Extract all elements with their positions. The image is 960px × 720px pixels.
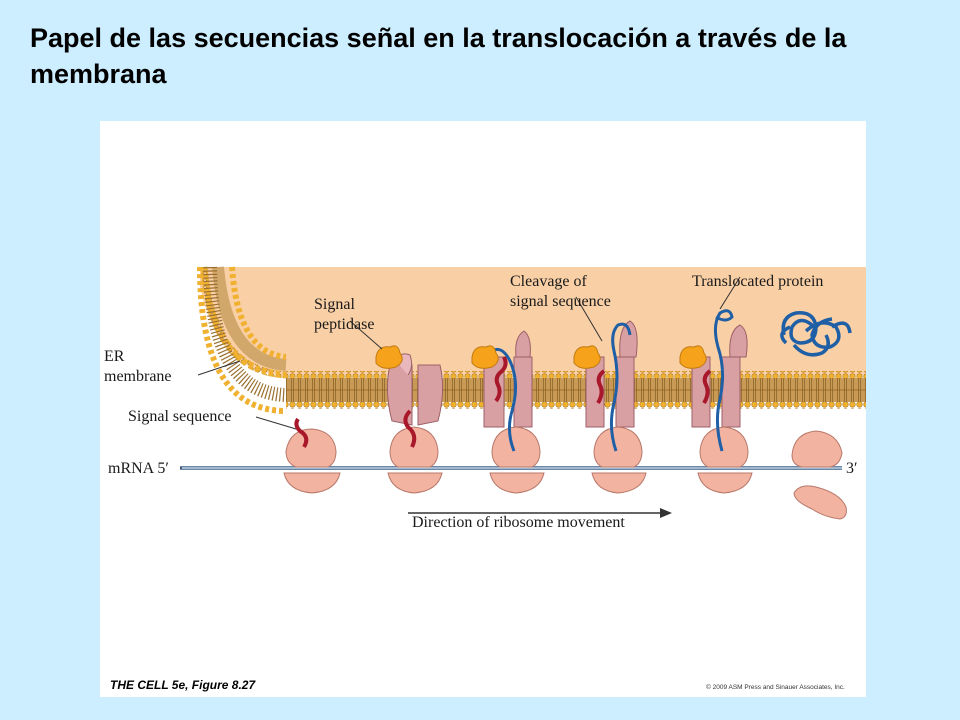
label-signal-peptidase-1: Signal	[314, 296, 355, 313]
leader-lines	[180, 276, 741, 469]
label-er-membrane-2: membrane	[104, 368, 172, 385]
direction-arrow	[408, 508, 672, 518]
label-cleavage-1: Cleavage of	[510, 273, 588, 290]
label-er-membrane-1: ER	[104, 348, 125, 365]
signal-peptidase-1	[375, 345, 403, 369]
translocation-diagram: ER membrane Signal sequence mRNA 5′ 3′ S…	[104, 266, 866, 692]
figure-panel: ER membrane Signal sequence mRNA 5′ 3′ S…	[100, 121, 866, 697]
translocated-protein-coil	[780, 311, 852, 357]
signal-sequence-1	[294, 417, 309, 449]
signal-peptidase-3	[573, 345, 601, 369]
slide-title: Papel de las secuencias señal en la tran…	[30, 23, 847, 89]
ribosome-1	[283, 417, 341, 494]
figure-caption: THE CELL 5e, Figure 8.27	[110, 678, 256, 692]
ribosome-4	[585, 320, 647, 494]
er-membrane	[197, 266, 866, 414]
label-direction: Direction of ribosome movement	[412, 514, 625, 531]
label-cleavage-2: signal sequence	[510, 293, 611, 310]
label-translocated-protein: Translocated protein	[692, 273, 823, 290]
label-mrna-3: 3′	[846, 460, 858, 477]
signal-peptidase-4	[679, 345, 707, 369]
label-signal-peptidase-2: peptidase	[314, 316, 374, 333]
ribosome-released	[791, 430, 847, 520]
ribosome-5	[691, 309, 753, 494]
label-mrna-5: mRNA 5′	[108, 460, 169, 477]
figure-copyright: © 2009 ASM Press and Sinauer Associates,…	[706, 683, 845, 691]
signal-peptidase-2	[471, 345, 499, 369]
ribosome-3	[483, 330, 545, 494]
label-signal-sequence: Signal sequence	[128, 408, 232, 425]
